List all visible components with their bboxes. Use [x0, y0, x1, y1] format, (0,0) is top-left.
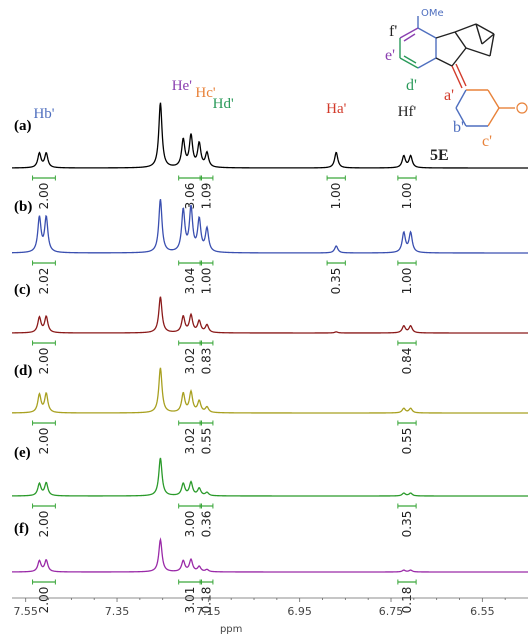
- integral-value: 0.55: [200, 428, 214, 455]
- integral-value: 1.00: [400, 183, 414, 210]
- integral-value: 1.09: [200, 183, 214, 210]
- bond: [399, 27, 419, 39]
- spectrum-trace: [12, 296, 528, 334]
- integral-value: 0.18: [200, 587, 214, 614]
- integral-value: 2.00: [37, 183, 51, 210]
- bond: [417, 57, 437, 69]
- integral-value: 3.04: [183, 268, 197, 295]
- peak-label: Ha': [326, 101, 346, 117]
- x-tick-label: 7.35: [105, 605, 130, 618]
- integral-value: 0.84: [400, 348, 414, 375]
- bond: [489, 33, 495, 57]
- integral-value: 1.00: [200, 268, 214, 295]
- compound-label: 5E: [430, 147, 449, 164]
- bond: [455, 89, 467, 109]
- integral-value: 1.00: [400, 268, 414, 295]
- x-tick-label: 6.95: [287, 605, 312, 618]
- atom-position-label: a': [444, 87, 454, 104]
- spectrum-label: (d): [14, 363, 32, 379]
- x-tick-label: 6.75: [379, 605, 404, 618]
- integral-value: 3.00: [183, 511, 197, 538]
- spectrum-trace: [12, 102, 528, 169]
- integral-value: 0.35: [329, 268, 343, 295]
- bond: [417, 27, 437, 39]
- integral-value: 0.36: [200, 511, 214, 538]
- x-tick-label: 7.15: [196, 605, 221, 618]
- para-substituent: [516, 102, 528, 114]
- x-tick-label: 6.55: [470, 605, 495, 618]
- integral-value: 3.02: [183, 428, 197, 455]
- methoxy-label: OMe: [421, 8, 444, 19]
- atom-position-label: d': [406, 77, 417, 94]
- bond: [454, 31, 467, 49]
- spectrum-label: (f): [14, 521, 29, 537]
- bond: [455, 63, 467, 87]
- x-tick-label: 7.55: [13, 605, 38, 618]
- integral-value: 2.00: [37, 587, 51, 614]
- bond: [399, 57, 419, 69]
- peak-labels: Hb' He'Hc'Hd' Ha' Hf': [33, 78, 416, 122]
- x-axis: 7.55 7.35 7.15 6.95 6.75 6.55 ppm: [12, 597, 528, 635]
- bond: [455, 107, 467, 127]
- bond: [454, 23, 477, 33]
- bond: [487, 89, 500, 109]
- spectrum-label: (e): [14, 445, 31, 461]
- peak-label: Hb': [33, 106, 54, 122]
- spectrum-label: (a): [14, 118, 32, 134]
- spectrum-label: (c): [14, 282, 31, 298]
- integral-value: 3.02: [183, 348, 197, 375]
- x-axis-title: ppm: [220, 624, 242, 635]
- bond: [435, 31, 456, 39]
- integral-value: 3.06: [183, 183, 197, 210]
- bond: [481, 33, 495, 45]
- peak-label: Hf': [398, 104, 417, 120]
- integral-value: 2.02: [37, 268, 51, 295]
- atom-position-label: c': [482, 133, 492, 150]
- spectrum-trace: [12, 537, 528, 573]
- atom-position-label: e': [385, 47, 395, 64]
- molecule-structure-5E: OMe f' e' d' a' b' c' 5E: [385, 8, 528, 164]
- spectrum-trace: [11, 367, 528, 414]
- bond: [403, 33, 416, 42]
- integral-value: 0.35: [400, 511, 414, 538]
- bond: [451, 65, 463, 89]
- atom-position-label: b': [453, 119, 464, 136]
- integral-value: 2.00: [37, 511, 51, 538]
- spectrum-label: (b): [14, 199, 32, 215]
- peak-label: Hc': [195, 85, 215, 101]
- bond: [435, 57, 453, 67]
- bond: [465, 47, 491, 57]
- bond: [451, 47, 467, 67]
- bond: [403, 55, 417, 64]
- integral-value: 2.00: [37, 428, 51, 455]
- spectrum-trace: [11, 199, 528, 254]
- bond: [487, 107, 500, 127]
- bond: [475, 23, 495, 35]
- peak-label: Hd': [213, 96, 234, 112]
- integral-value: 0.18: [400, 587, 414, 614]
- peak-label: He': [172, 78, 192, 94]
- integral-value: 1.00: [329, 183, 343, 210]
- integral-value: 0.55: [400, 428, 414, 455]
- integral-value: 2.00: [37, 348, 51, 375]
- integral-value: 0.83: [200, 348, 214, 375]
- spectrum-trace: [12, 457, 528, 497]
- integral-value: 3.01: [183, 587, 197, 614]
- bond: [475, 23, 483, 45]
- atom-position-label: f': [389, 23, 397, 40]
